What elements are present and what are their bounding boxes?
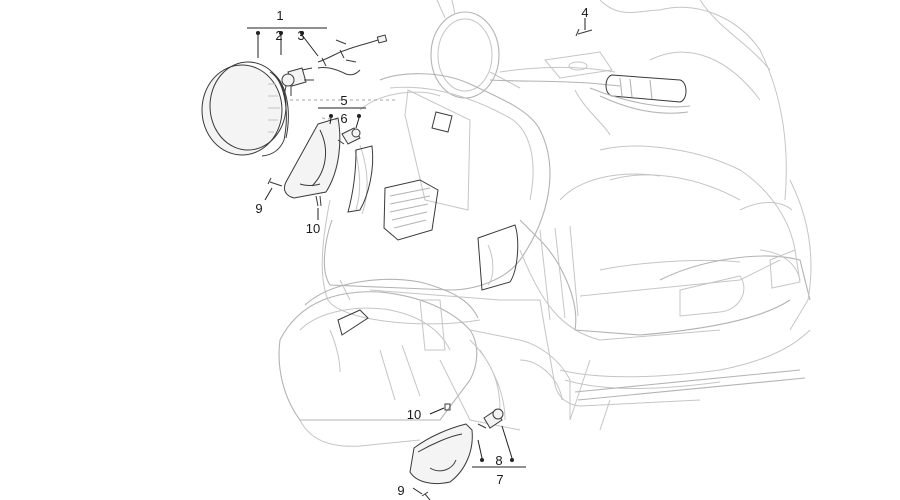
scooter-body-outline	[278, 0, 812, 447]
handle-grip	[605, 74, 687, 103]
callout-10-lower: 10	[407, 407, 421, 422]
callout-bracket-group-1	[247, 27, 327, 58]
callout-bracket-group-5	[318, 107, 366, 129]
clip-lower	[444, 403, 451, 411]
indicator-bracket	[283, 117, 341, 199]
callout-2: 2	[275, 28, 282, 43]
callout-3: 3	[297, 28, 304, 43]
leader-9-upper	[264, 187, 273, 201]
callout-6: 6	[340, 111, 347, 126]
screw-mirror	[575, 28, 593, 37]
horn-badge	[431, 111, 453, 133]
callout-10-upper: 10	[306, 221, 320, 236]
callout-8: 8	[495, 453, 502, 468]
bulb	[281, 67, 314, 97]
leader-9-lower	[412, 487, 423, 495]
handlebar	[489, 51, 691, 136]
mirror	[430, 0, 521, 99]
indicator-bulb-lower	[477, 408, 504, 429]
horn-grille	[383, 179, 439, 241]
callout-1: 1	[276, 8, 283, 23]
callout-9-upper: 9	[255, 201, 262, 216]
indicator-housing	[477, 224, 519, 291]
indicator-bulb-upper	[337, 127, 361, 145]
headlight-unit	[201, 61, 289, 157]
clip-upper	[315, 195, 322, 207]
screw-upper	[267, 177, 283, 187]
side-trim	[347, 145, 374, 213]
callout-bracket-group-7	[472, 425, 526, 468]
callout-7: 7	[496, 472, 503, 487]
rear-indicator-lens	[409, 423, 473, 485]
screw-lower	[421, 491, 431, 500]
leader-10-lower	[429, 407, 445, 415]
front-fender	[278, 278, 479, 447]
front-shield	[323, 73, 551, 291]
floorboard	[519, 219, 811, 407]
callout-5: 5	[340, 93, 347, 108]
callout-9-lower: 9	[397, 483, 404, 498]
callout-4: 4	[581, 5, 588, 20]
wiring-harness	[317, 34, 388, 76]
